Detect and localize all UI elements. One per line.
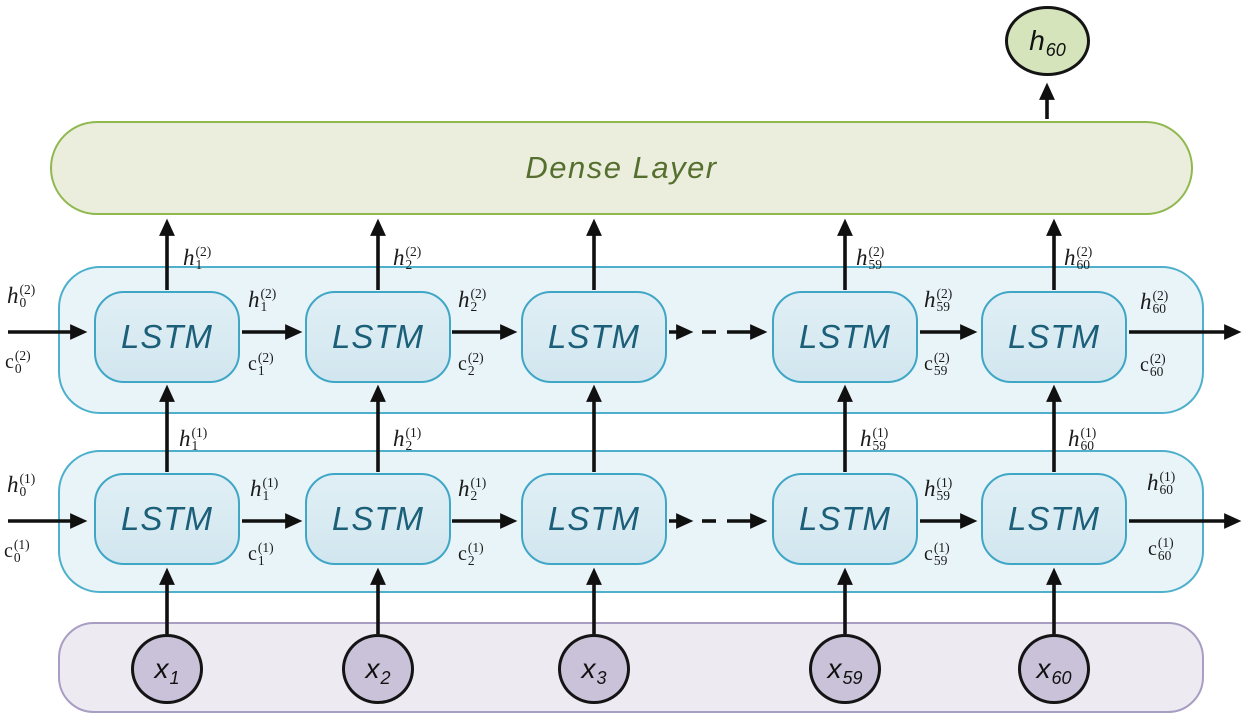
label-l2-out-h60: h(2)60 — [1140, 288, 1169, 316]
lstm-cell-l1-t1: LSTM — [94, 473, 240, 565]
lstm-cell-label: LSTM — [798, 500, 891, 537]
label-l2-out-c60: c(2)60 — [1140, 351, 1166, 379]
lstm-cell-l2-t2: LSTM — [305, 291, 451, 383]
lstm-cell-label: LSTM — [331, 318, 424, 355]
label-l2-between-h2: h(2)2 — [458, 286, 487, 314]
label-l1-in-c: c(1)0 — [4, 537, 30, 565]
lstm-cell-l1-t2: LSTM — [305, 473, 451, 565]
lstm-cell-l1-t3: LSTM — [521, 473, 667, 565]
label-l1-top-h2: h(1)2 — [393, 425, 422, 453]
lstm-cell-label: LSTM — [120, 318, 213, 355]
lstm-cell-l2-t1: LSTM — [94, 291, 240, 383]
label-l1-top-h1: h(1)1 — [179, 425, 208, 453]
label-l1-between-h1: h(1)1 — [250, 475, 279, 503]
lstm-cell-label: LSTM — [798, 318, 891, 355]
dense-layer-label: Dense Layer — [525, 150, 718, 185]
lstm-cell-l2-t60: LSTM — [981, 291, 1127, 383]
label-l1-between-c1: c(1)1 — [248, 540, 274, 568]
label-l1-between-h59: h(1)59 — [924, 475, 953, 503]
label-l2-top-h59: h(2)59 — [856, 244, 885, 272]
label-l1-between-c59: c(1)59 — [924, 540, 950, 568]
label-l2-top-h2: h(2)2 — [393, 244, 422, 272]
label-l2-in-h: h(2)0 — [7, 282, 36, 310]
lstm-cell-label: LSTM — [331, 500, 424, 537]
label-l2-in-c: c(2)0 — [5, 348, 31, 376]
label-l2-between-h59: h(2)59 — [924, 286, 953, 314]
label-l1-top-h59: h(1)59 — [860, 425, 889, 453]
label-l2-top-h1: h(2)1 — [183, 244, 212, 272]
input-layer-container — [58, 622, 1204, 713]
lstm-cell-label: LSTM — [1007, 318, 1100, 355]
dense-layer-box: Dense Layer — [50, 121, 1193, 215]
label-l2-between-c1: c(2)1 — [248, 350, 274, 378]
label-l1-between-h2: h(1)2 — [458, 475, 487, 503]
label-l1-top-h60: h(1)60 — [1068, 425, 1097, 453]
lstm-cell-l2-t3: LSTM — [521, 291, 667, 383]
label-l2-top-h60: h(2)60 — [1064, 244, 1093, 272]
label-l2-between-c59: c(2)59 — [924, 350, 950, 378]
label-l1-between-c2: c(1)2 — [458, 540, 484, 568]
lstm-cell-label: LSTM — [120, 500, 213, 537]
label-l2-between-c2: c(2)2 — [458, 350, 484, 378]
label-l1-out-c60: c(1)60 — [1148, 535, 1174, 563]
label-l1-out-h60: h(1)60 — [1147, 469, 1176, 497]
label-l1-in-h: h(1)0 — [7, 471, 36, 499]
label-l2-between-h1: h(2)1 — [248, 286, 277, 314]
lstm-cell-l1-t60: LSTM — [981, 473, 1127, 565]
lstm-cell-l1-t59: LSTM — [772, 473, 918, 565]
lstm-cell-label: LSTM — [547, 318, 640, 355]
lstm-cell-label: LSTM — [1007, 500, 1100, 537]
lstm-cell-label: LSTM — [547, 500, 640, 537]
lstm-cell-l2-t59: LSTM — [772, 291, 918, 383]
